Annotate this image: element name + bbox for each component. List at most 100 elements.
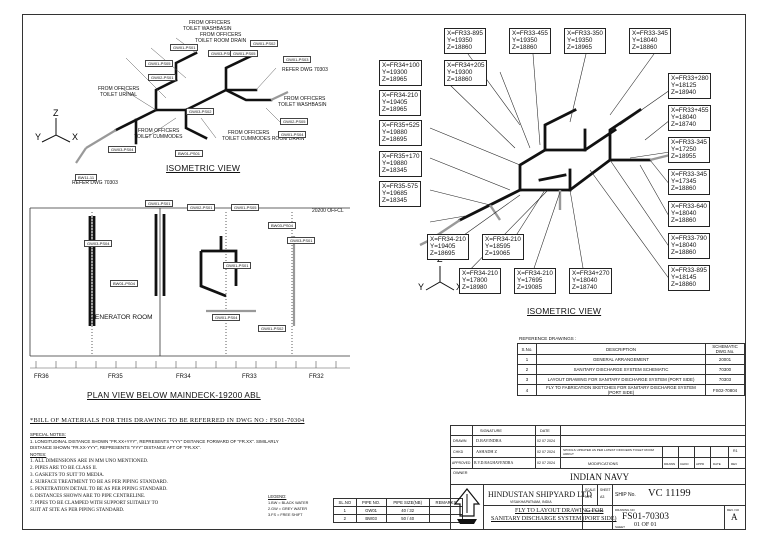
note-line: 3. GASKETS TO SUIT TO MEDIA.: [30, 473, 105, 478]
spool-tag: GW03-PS04: [84, 240, 113, 247]
ship-number: VC 11199: [648, 488, 691, 499]
frame-label: FR33: [242, 374, 257, 380]
coordinate-callout: X=FR33-790 Y=18040 Z=18860: [668, 233, 710, 259]
company-city: VISAKHAPATNAM, INDIA: [510, 500, 552, 504]
right-isometric-drawing: Y Z X: [418, 53, 681, 292]
coordinate-callout: X=FR35+525 Y=19880 Z=18695: [379, 120, 423, 146]
iso-label: TOILET WASHBASIN: [278, 102, 327, 108]
left-isometric-title: ISOMETRIC VIEW: [166, 163, 241, 173]
coordinate-callout: X=FR34-210 Y=17695 Z=19085: [514, 268, 556, 294]
iso-label: TOILET URINAL: [100, 92, 138, 98]
spool-tag: GW01-PS04: [212, 314, 241, 321]
sig-header: DATE: [540, 429, 550, 433]
ref-sno: 3: [517, 374, 537, 385]
iso-label: FROM OFFICERS: [138, 128, 180, 134]
pipe-col-header: PIPE NO.: [355, 498, 387, 507]
scale-label: SCALE: [585, 488, 596, 492]
bom-note: *BILL OF MATERIALS FOR THIS DRAWING TO B…: [30, 417, 305, 424]
pipe-list-table: SL.NO PIPE NO. PIPE SIZE(NB) REMARKS 1 G…: [333, 498, 464, 523]
svg-text:Y: Y: [35, 132, 41, 142]
plan-offset-label: 20200 OFFCL: [312, 208, 344, 214]
coordinate-callout: X=FR34-210 Y=18595 Z=19065: [482, 234, 524, 260]
coordinate-callout: X=FR33-455 Y=19350 Z=18860: [509, 28, 551, 54]
modifications-label: MODIFICATIONS: [588, 462, 618, 466]
iso-label: TOILET CUMMODES ROOM DRAIN: [222, 136, 305, 142]
special-notes-heading: SPECIAL NOTES:: [30, 432, 66, 437]
revision-letter: A: [731, 512, 738, 522]
sheet-label: SHEET: [615, 525, 626, 529]
sheet-border: [22, 14, 746, 530]
right-isometric-title: ISOMETRIC VIEW: [527, 306, 602, 316]
special-note-line: DISTANCE SHOWN "FR.XX-YYY", REPRESENTS "…: [30, 445, 201, 450]
coordinate-callout: X=FR33+280 Y=18125 Z=18940: [668, 73, 712, 99]
spool-tag: GW01-PS03: [283, 56, 312, 63]
mod-col: DATE: [713, 462, 721, 466]
drawing-title-line2: SANITARY DISCHARGE SYSTEM (PORT SIDE): [491, 516, 617, 522]
pipe-cell: 40 / 32: [385, 506, 430, 515]
drawing-title-line1: FLY TO LAYOUT DRAWING FOR: [515, 508, 604, 514]
coordinate-callout: X=FR34-210 Y=17800 Z=18980: [459, 268, 501, 294]
mod-col: DRAWN: [664, 462, 676, 466]
ref-dwg: 70300: [705, 364, 745, 375]
iso-label: FROM OFFICERS: [189, 20, 231, 26]
ref-col-sno: S.No.: [517, 343, 537, 355]
sheet-number: 01 OF 01: [634, 522, 657, 528]
iso-label: FROM OFFICERS: [98, 86, 140, 92]
spool-tag: GW03-PS01: [287, 237, 316, 244]
coordinate-callout: X=FR33-640 Y=18040 Z=18860: [668, 201, 710, 227]
revision-number: R1: [733, 449, 738, 453]
spool-tag: GW03-PS04: [108, 146, 137, 153]
iso-label: TOILET CUMMODES: [134, 134, 183, 140]
legend-item: 3.FS = FREE SHIFT: [268, 513, 303, 517]
spool-tag: GW01-PS04: [278, 131, 307, 138]
coordinate-callout: X=FR33-350 Y=19350 Z=18965: [564, 28, 606, 54]
iso-label: TOILET WASHBASIN: [183, 26, 232, 32]
spool-tag: GW02-PS05: [280, 118, 309, 125]
sheet-size-label: SHEET: [600, 488, 611, 492]
note-line: 1. ALL DIMENSIONS ARE IN MM UNO MENTIONE…: [30, 459, 149, 464]
special-note-line: 1. LONGITUDINAL DISTANCE SHOWN "FR.XX+YY…: [30, 439, 279, 444]
ref-dwg: FS02-70804: [705, 384, 745, 396]
sig-name: B.V.D.RAGHAVENDRA: [474, 461, 514, 465]
spool-tag: GW01-PS05: [231, 204, 260, 211]
mod-col: APPD: [696, 462, 705, 466]
svg-text:X: X: [72, 132, 78, 142]
legend-item: 1.BW = BLACK WATER: [268, 501, 309, 505]
note-line: 7. PIPES TO BE CLAMPED WITH SUPPORT SUIT…: [30, 501, 159, 506]
mod-col: REV: [731, 462, 738, 466]
coordinate-callout: X=FR33-345 Y=17345 Z=18860: [668, 169, 710, 195]
sig-header: SIGNATURE: [480, 429, 502, 433]
spool-tag: BW01-PS01: [175, 150, 204, 157]
ref-sno: 1: [517, 354, 537, 365]
mod-col: CHKD: [680, 462, 689, 466]
coordinate-callout: X=FR34+100 Y=19300 Z=18965: [379, 60, 423, 86]
iso-label: REFER DWG 70303: [72, 180, 118, 186]
pipe-cell: BW03: [355, 514, 387, 523]
ref-dwg: 20001: [705, 354, 745, 365]
pipe-cell: GW01: [355, 506, 387, 515]
pipe-cell: 1: [333, 506, 357, 515]
ref-desc: GENERAL ARRANGEMENT: [536, 354, 706, 365]
legend-item: 2.GW = GREY WATER: [268, 507, 308, 511]
ref-col-desc: DESCRIPTION: [536, 343, 706, 355]
coordinate-callout: X=FR34+205 Y=19300 Z=18860: [444, 60, 488, 86]
ref-desc: FLY TO FABRICATION SKETCHES FOR SANITARY…: [536, 384, 706, 396]
sig-role: CHKD: [453, 450, 464, 454]
note-line: 6. DISTANCES SHOWN ARE TO PIPE CENTRELIN…: [30, 494, 146, 499]
pipe-col-header: PIPE SIZE(NB): [385, 498, 430, 507]
spool-tag: BW01-PS04: [110, 280, 139, 287]
sheet-size: A3: [600, 495, 605, 499]
spool-tag: GW01-PS05: [230, 50, 259, 57]
svg-text:Y: Y: [418, 282, 424, 292]
iso-label: FROM OFFICERS: [200, 32, 242, 38]
frame-label: FR34: [176, 374, 191, 380]
room-label: GENERATOR ROOM: [90, 314, 153, 321]
drawing-number: FS01-70303: [622, 512, 669, 522]
frame-label: FR35: [108, 374, 123, 380]
spool-tag: GW01-PS01: [170, 44, 199, 51]
rev-label: REV. NO: [727, 508, 740, 512]
spool-tag: BW11-11: [75, 174, 98, 181]
coordinate-callout: X=FR33-895 Y=19350 Z=18860: [444, 28, 486, 54]
spool-tag: GW01-PS01: [145, 200, 174, 207]
